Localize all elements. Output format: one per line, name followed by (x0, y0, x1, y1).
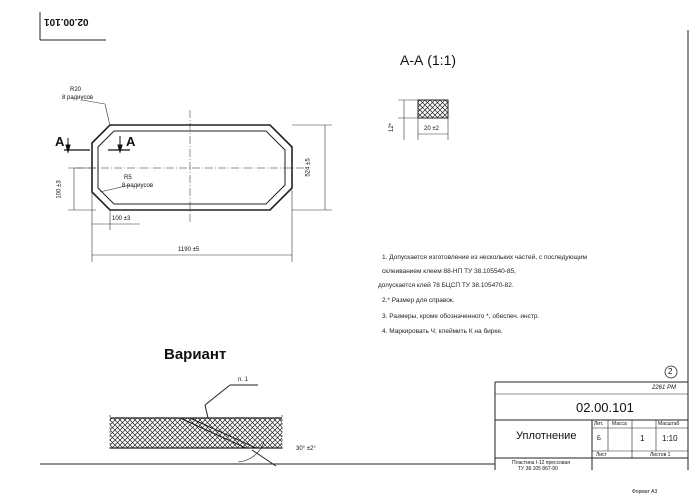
variant-view (109, 384, 283, 467)
scale-value: 1:10 (662, 434, 678, 443)
variant-angle: 30° ±2° (296, 446, 316, 452)
corner-stamp: 02.00.101 (44, 16, 89, 27)
section-view (398, 99, 449, 140)
dimension-lines (68, 99, 332, 262)
note-line-5: 3. Размеры, кроме обозначенного *, обесп… (382, 313, 540, 320)
section-dim-height: 12* (389, 122, 396, 133)
dim-height-total: 524 ±5 (305, 158, 312, 177)
radius-inner-label: R5 (124, 175, 132, 181)
part-name: Уплотнение (516, 430, 577, 442)
section-dim-width: 20 ±2 (424, 126, 439, 132)
mass-value: 1 (640, 434, 645, 443)
note-line-4: 2.* Размер для справок. (382, 297, 455, 304)
section-title: А-А (1:1) (400, 52, 457, 68)
sheet-label: Лист (596, 452, 607, 458)
note-line-1: 1. Допускается изготовление из нескольки… (382, 254, 587, 261)
radius-outer-note: 8 радиусов (62, 95, 94, 101)
variant-title: Вариант (164, 346, 227, 363)
sheet-border (39, 12, 689, 470)
lit-value: Б (597, 436, 601, 442)
col-scale: Масштаб (658, 421, 680, 427)
circle-mark: 2 (668, 367, 673, 376)
note-line-2: склеиванием клеем 88-НП ТУ 38.105540-85, (382, 268, 516, 275)
gasket-outline (75, 110, 305, 222)
radius-inner-note: 8 радиусов (122, 183, 154, 189)
radius-outer-label: R20 (70, 87, 82, 93)
note-line-3: допускается клей 78 БЦСП ТУ 38.105470-82… (378, 282, 514, 289)
material-line-1: Пластина I-12 прессовая (512, 460, 571, 466)
sheets-label: Листов 1 (650, 452, 671, 458)
variant-callout: п. 1 (238, 377, 248, 383)
col-mass: Масса (612, 421, 627, 427)
material-line-2: ТУ 38.105 867-90 (518, 466, 558, 472)
section-markers (64, 136, 130, 154)
section-marker-left: A (55, 134, 65, 149)
signature: 2261 РМ (652, 385, 676, 391)
dim-bottom-short: 100 ±3 (112, 216, 131, 222)
col-lit: Лит. (594, 421, 604, 427)
dim-height-left: 100 ±3 (56, 180, 63, 199)
title-block (494, 365, 688, 470)
format-label: Формат А3 (632, 489, 658, 495)
note-line-6: 4. Маркировать Ч; клеймить К на бирке. (382, 328, 503, 335)
dim-width-total: 1190 ±5 (178, 247, 200, 253)
doc-number: 02.00.101 (576, 400, 634, 415)
section-marker-right: A (126, 134, 136, 149)
